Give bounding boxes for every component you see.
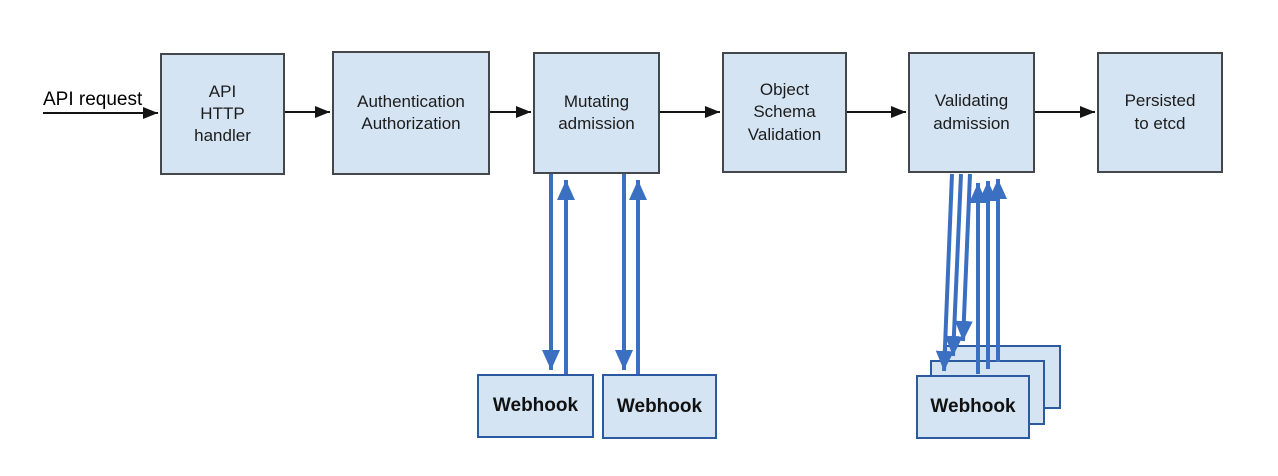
node-validating-admission: Validating admission [908,52,1035,173]
node-label-line: HTTP [200,103,245,123]
webhook-box-mutating-2: Webhook [602,374,717,439]
node-api-http-handler: API HTTP handler [160,53,285,175]
node-label-line: Persisted [1124,91,1196,111]
node-label-line: handler [194,126,251,146]
node-label-line: Schema [753,102,816,122]
arrow-validating-down-1 [935,173,954,372]
webhook-label: Webhook [492,395,579,416]
node-label-line: Mutating [563,91,630,111]
node-label-line: admission [558,114,635,133]
api-request-label: API request [43,89,143,110]
node-persisted-to-etcd: Persisted to etcd [1097,52,1223,173]
node-label-line: API [208,81,237,101]
node-label-line: Object [759,80,810,100]
arrow-validating-down-2 [944,173,963,357]
node-label-line: Validation [747,124,822,144]
webhook-box-mutating-1: Webhook [477,374,594,438]
node-label-line: Authentication [357,91,465,111]
webhook-box-validating-front: Webhook [916,375,1030,439]
node-mutating-admission: Mutating admission [533,52,660,174]
webhook-label: Webhook [930,396,1016,417]
node-authentication-authorization: Authentication Authorization [332,51,490,175]
node-object-schema-validation: Object Schema Validation [722,52,847,173]
node-label-line: admission [933,113,1010,133]
node-label-line: Authorization [361,114,461,133]
arrow-validating-down-3 [954,173,973,342]
node-label-line: to etcd [1134,113,1186,133]
node-label-line: Validating [934,91,1009,111]
webhook-label: Webhook [616,395,703,417]
